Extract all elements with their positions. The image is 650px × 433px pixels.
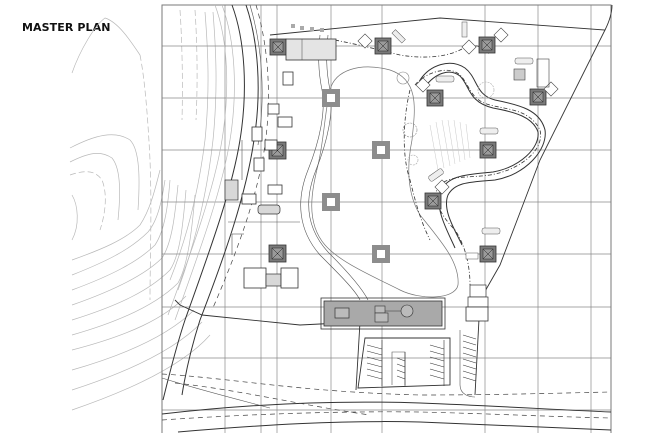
drawing-frame <box>161 4 612 433</box>
villa <box>268 244 287 263</box>
trees <box>396 71 495 166</box>
villa <box>269 38 287 56</box>
misc-lines <box>228 140 300 255</box>
villa <box>357 29 406 55</box>
villa <box>415 75 455 107</box>
main-building <box>320 297 446 330</box>
villa <box>424 168 450 210</box>
entrance-building <box>285 24 337 61</box>
villa <box>461 21 509 55</box>
column-marker <box>322 89 340 107</box>
villa <box>513 57 559 106</box>
pond-outline <box>311 66 459 298</box>
villa <box>465 227 501 322</box>
column-marker <box>372 141 390 159</box>
parking-area <box>357 330 477 398</box>
service-buildings <box>224 71 299 289</box>
column-markers <box>322 89 390 263</box>
villa <box>479 127 499 159</box>
bottom-road <box>161 373 612 433</box>
villas <box>268 21 559 322</box>
column-marker <box>322 193 340 211</box>
walking-paths <box>300 34 546 301</box>
topographic-contours <box>69 9 217 411</box>
site-boundary <box>174 4 613 396</box>
column-marker <box>372 245 390 263</box>
drawing-title: MASTER PLAN <box>22 21 111 34</box>
landscape-hatch <box>429 119 471 171</box>
